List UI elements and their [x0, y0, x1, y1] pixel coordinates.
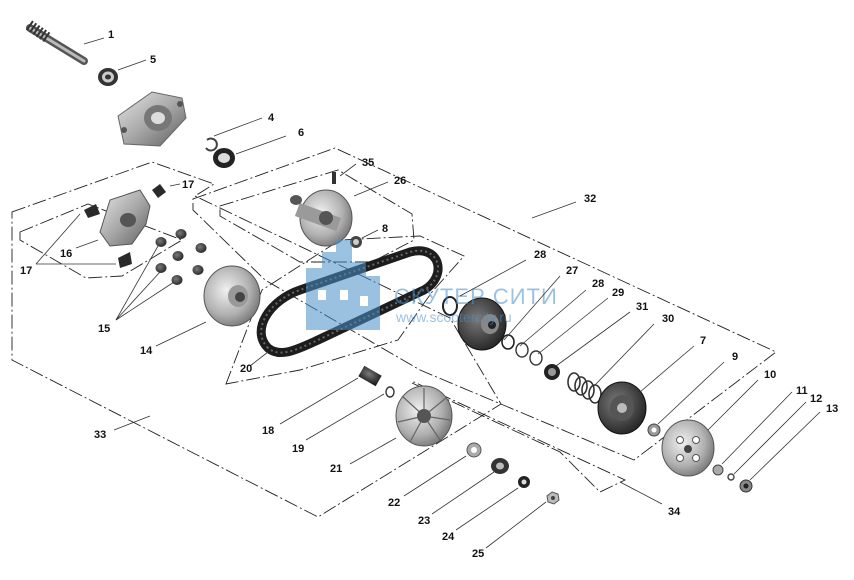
callout-19: 19 [292, 443, 304, 455]
callout-13: 13 [826, 403, 838, 415]
callout-7: 7 [700, 335, 706, 347]
callout-9: 9 [732, 351, 738, 363]
part-15-roller-weights[interactable] [155, 229, 207, 285]
callout-5: 5 [150, 54, 156, 66]
callout-34: 34 [668, 506, 681, 518]
part-9-washer[interactable] [647, 423, 661, 437]
part-17-slider-top[interactable] [152, 184, 166, 198]
callout-18: 18 [262, 425, 274, 437]
callout-33: 33 [94, 429, 106, 441]
part-7-clutch-assembly[interactable] [597, 381, 647, 435]
callout-14: 14 [140, 345, 153, 357]
part-29-collar[interactable] [515, 342, 543, 366]
part-8-bearing[interactable] [350, 236, 362, 248]
callout-27: 27 [566, 265, 578, 277]
part-12-washer[interactable] [727, 473, 735, 481]
callout-23: 23 [418, 515, 430, 527]
callout-25: 25 [472, 548, 484, 560]
callout-21: 21 [330, 463, 342, 475]
callout-1: 1 [108, 29, 114, 41]
part-14-variator-pulley[interactable] [203, 265, 261, 327]
watermark-url: www.scootercity.ru [395, 309, 512, 325]
callout-11: 11 [796, 385, 808, 397]
group-34-border [410, 381, 627, 493]
callout-32: 32 [584, 193, 596, 205]
part-gear-housing[interactable] [117, 91, 187, 147]
callout-8: 8 [382, 223, 388, 235]
callout-17-top: 17 [182, 179, 194, 191]
callout-16: 16 [60, 248, 72, 260]
part-11-washer[interactable] [712, 464, 724, 476]
callout-12: 12 [810, 393, 822, 405]
group-20-border [225, 235, 465, 385]
callout-29: 29 [612, 287, 624, 299]
callout-6: 6 [298, 127, 304, 139]
group-26-border [219, 169, 415, 263]
callout-20: 20 [240, 363, 252, 375]
callout-leaders [35, 37, 821, 549]
callout-28-top: 28 [534, 249, 546, 261]
part-13-nut[interactable] [739, 479, 753, 493]
callout-17-left: 17 [20, 265, 32, 277]
callout-28-mid: 28 [592, 278, 604, 290]
callout-15: 15 [98, 323, 110, 335]
part-27-driven-face[interactable] [457, 297, 507, 351]
part-20-drive-belt[interactable] [256, 246, 443, 357]
part-21-fan-pulley[interactable] [395, 385, 453, 447]
part-31-seal[interactable] [544, 364, 560, 380]
callout-31: 31 [636, 301, 648, 313]
part-17-slider-bottom[interactable] [118, 252, 132, 268]
part-28-o-ring-b[interactable] [501, 334, 515, 350]
part-35-pin[interactable] [332, 172, 336, 184]
part-26-driven-pulley[interactable] [290, 189, 353, 247]
part-4-circlip[interactable] [205, 137, 218, 152]
callout-4: 4 [268, 112, 275, 124]
callout-26: 26 [394, 175, 406, 187]
callout-35: 35 [362, 157, 374, 169]
callout-10: 10 [764, 369, 776, 381]
part-1-kickstart-shaft[interactable] [25, 20, 88, 65]
part-28-o-ring-a[interactable] [442, 296, 458, 316]
part-10-clutch-bell[interactable] [661, 419, 715, 477]
callout-22: 22 [388, 497, 400, 509]
part-6-oil-seal[interactable] [213, 148, 235, 168]
part-23-nut[interactable] [491, 458, 509, 474]
watermark-logo [306, 240, 380, 330]
part-30-spring[interactable] [567, 372, 602, 404]
part-22-star-washer[interactable] [466, 442, 482, 458]
part-18-bushing[interactable] [358, 365, 382, 387]
part-19-washer[interactable] [385, 386, 395, 398]
callout-30: 30 [662, 313, 674, 325]
part-16-ramp-plate[interactable] [99, 189, 151, 247]
part-5-bearing[interactable] [98, 68, 118, 86]
callout-24: 24 [442, 531, 455, 543]
part-24-washer[interactable] [518, 476, 530, 488]
group-33-border [11, 161, 502, 518]
group-16-border [19, 203, 184, 279]
watermark-brand: СКУТЕР СИТИ [394, 284, 558, 309]
part-17-slider-left[interactable] [84, 204, 100, 218]
part-25-nut[interactable] [546, 491, 560, 505]
group-32-border [192, 147, 777, 461]
